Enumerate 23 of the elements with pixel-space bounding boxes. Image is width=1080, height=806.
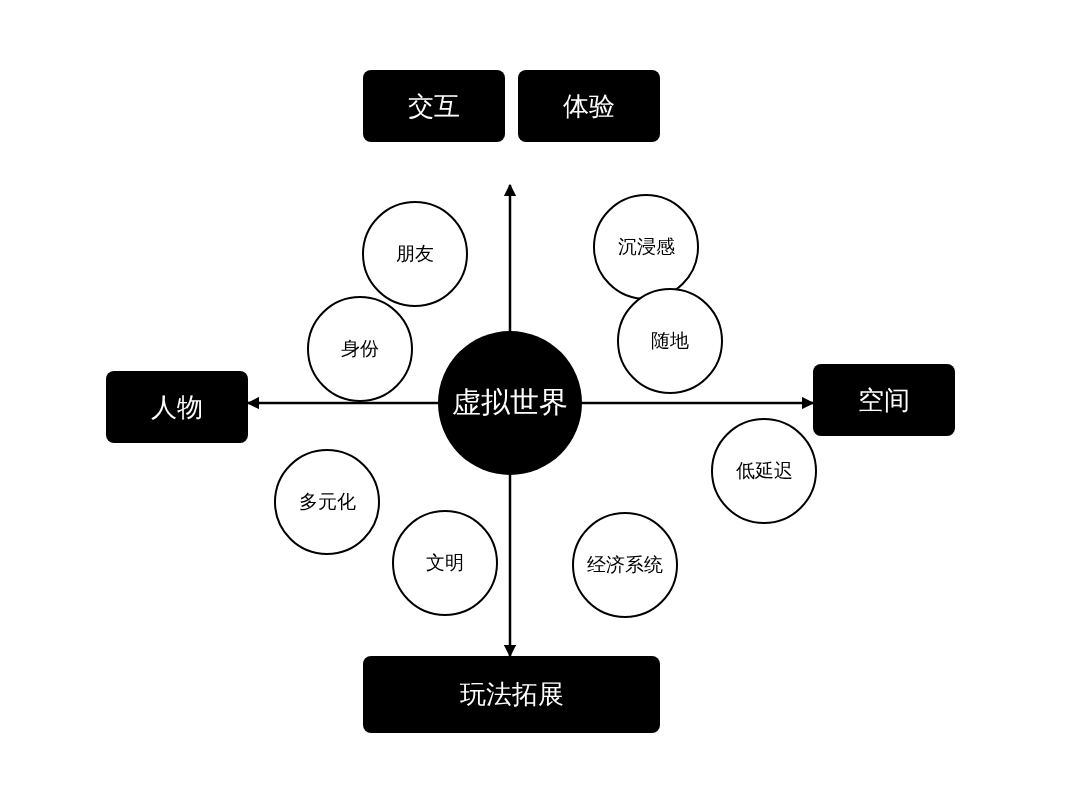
node-label: 玩法拓展: [459, 678, 564, 711]
label-box: [518, 70, 660, 142]
arrow: [582, 396, 815, 410]
node-label: 体验: [563, 89, 615, 123]
label-box: [363, 70, 505, 142]
node-label: 多元化: [298, 489, 356, 514]
node-label: 经济系统: [587, 552, 663, 577]
node-label: 文明: [426, 550, 464, 575]
node-label: 沉浸感: [617, 234, 675, 259]
node-label: 交互: [408, 89, 460, 123]
arrow: [503, 183, 517, 331]
node-label: 朋友: [396, 241, 434, 266]
arrow: [503, 475, 517, 658]
node-label: 低延迟: [735, 458, 793, 483]
label-box: [106, 371, 248, 443]
label-box: [363, 656, 660, 733]
node-label: 身份: [341, 336, 379, 361]
arrow: [246, 396, 438, 410]
node-label: 人物: [151, 390, 203, 424]
node-label: 虚拟世界: [452, 384, 568, 421]
node-label: 随地: [651, 328, 689, 353]
label-box: [813, 364, 955, 436]
node-label: 空间: [858, 383, 910, 417]
